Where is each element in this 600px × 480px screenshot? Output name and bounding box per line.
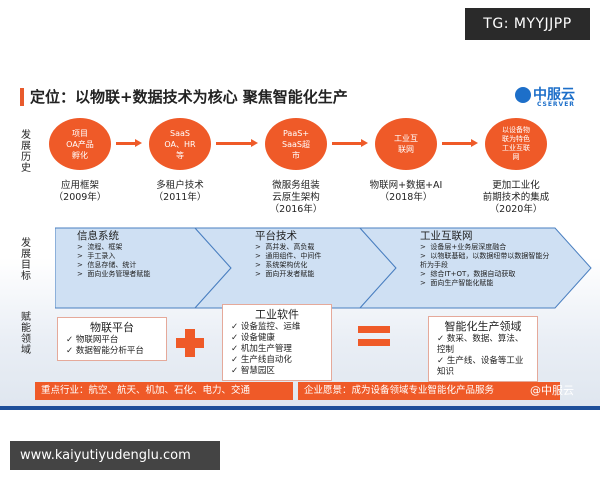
domain-item-text: 机加生产管理 [240,344,292,354]
domain-item-text: 生产线、设备等工业知识 [437,356,524,377]
goal-title: 工业互联网 [420,230,473,242]
history-caption: 多租户技术 （2011年） [153,180,207,203]
chevron-shapes [55,227,592,309]
history-circle: PaaS+ SaaS超 市 [265,118,327,170]
goal-item: > 流程、框架 [77,243,123,251]
goal-item-text: 高并发、高负载 [265,243,315,251]
domain-title: 智能化生产领域 [444,320,522,333]
section-history-label: 发展历史 [21,130,31,174]
tg-badge: TG: MYYJJPP [465,8,590,40]
domain-item-text: 设备监控、运维 [240,322,301,332]
domain-box: 工业软件✓ 设备监控、运维✓ 设备健康✓ 机加生产管理✓ 生产线自动化✓ 智慧园… [222,304,332,381]
industry-banner: 重点行业：航空、航天、机加、石化、电力、交通 [35,382,293,400]
domain-item: ✓ 机加生产管理 [231,344,292,354]
goal-item: > 以物联基础，以数据纽带以数据智能分析为手段 [420,252,550,269]
arrow-right-icon [216,139,258,147]
domain-item-text: 智慧园区 [240,366,275,376]
domain-item-text: 数采、数据、算法、控制 [437,334,524,355]
goal-chevrons: 信息系统> 流程、框架> 手工录入> 信息存储、统计> 面向业务管理者赋能 平台技… [55,226,595,310]
goal-item-text: 系统架构优化 [265,261,308,269]
site-url: www.kaiyutiyudenglu.com [10,441,220,470]
goal-item: > 面向生产智能化赋能 [420,279,494,287]
goal-item: > 设备层+业务层深度融合 [420,243,507,251]
history-caption: 物联网+数据+AI （2018年） [369,180,443,203]
goal-item-text: 面向生产智能化赋能 [430,279,494,287]
domain-item: ✓ 设备监控、运维 [231,322,301,332]
slide-title: 定位：以物联+数据技术为核心 聚焦智能化生产 [20,88,348,106]
goal-item: > 信息存储、统计 [77,261,137,269]
history-circle: 以设备物 联为特色 工业互联 网 [485,118,547,170]
domain-item-text: 物联网平台 [75,335,119,345]
domain-item: ✓ 设备健康 [231,333,275,343]
logo-cn: 中服云 [533,87,575,103]
goal-item-text: 综合IT+OT，数据自动获取 [430,270,516,278]
goal-item-text: 设备层+业务层深度融合 [430,243,507,251]
section-domain-label: 赋能领域 [21,312,31,356]
goal-item-text: 以物联基础，以数据纽带以数据智能分析为手段 [420,252,550,269]
domain-item: ✓ 数采、数据、算法、控制 [437,334,524,355]
logo-icon [515,87,531,103]
domain-title: 工业软件 [255,308,299,321]
goal-item-text: 通用组件、中间件 [265,252,322,260]
goal-block: 平台技术> 高并发、高负载> 通用组件、中间件> 系统架构优化> 面向开发者赋能 [255,230,365,279]
domain-item-text: 数据智能分析平台 [75,346,144,356]
domain-item-text: 生产线自动化 [240,355,292,365]
history-caption: 更加工业化 前期技术的集成 （2020年） [482,180,550,215]
arrow-right-icon [332,139,368,147]
domain-item-text: 设备健康 [240,333,275,343]
logo-en: CSERVER [537,101,575,108]
goal-item-text: 信息存储、统计 [87,261,137,269]
section-goal-label: 发展目标 [21,238,31,282]
history-circle: 工业互 联网 [375,118,437,170]
goal-item: > 面向业务管理者赋能 [77,270,151,278]
domain-box: 智能化生产领域✓ 数采、数据、算法、控制✓ 生产线、设备等工业知识 [428,316,538,382]
goal-title: 信息系统 [77,230,119,242]
goal-item: > 高并发、高负载 [255,243,315,251]
plus-icon [176,329,204,357]
goal-item-text: 面向开发者赋能 [265,270,315,278]
equals-icon [358,326,390,352]
goal-item: > 手工录入 [77,252,116,260]
goal-item-text: 面向业务管理者赋能 [87,270,151,278]
goal-block: 信息系统> 流程、框架> 手工录入> 信息存储、统计> 面向业务管理者赋能 [77,230,187,279]
goal-item: > 综合IT+OT，数据自动获取 [420,270,516,278]
domain-title: 物联平台 [90,321,134,334]
slide-bottom-bar [0,406,600,410]
domain-box: 物联平台✓ 物联网平台✓ 数据智能分析平台 [57,317,167,361]
history-caption: 应用框架 （2009年） [53,180,107,203]
vision-banner: 企业愿景：成为设备领域专业智能化产品服务 [298,382,560,400]
goal-item: > 面向开发者赋能 [255,270,315,278]
goal-block: 工业互联网> 设备层+业务层深度融合> 以物联基础，以数据纽带以数据智能分析为手… [420,230,555,288]
domain-item: ✓ 生产线自动化 [231,355,292,365]
domain-item: ✓ 智慧园区 [231,366,275,376]
goal-item: > 系统架构优化 [255,261,308,269]
goal-item-text: 手工录入 [87,252,116,260]
goal-item: > 通用组件、中间件 [255,252,322,260]
goal-item-text: 流程、框架 [87,243,123,251]
domain-item: ✓ 物联网平台 [66,335,119,345]
domain-item: ✓ 数据智能分析平台 [66,346,144,356]
watermark: @中服云 [530,384,574,397]
history-circle: SaaS OA、HR 等 [149,118,211,170]
arrow-right-icon [442,139,478,147]
history-circle: 项目 OA产品 孵化 [49,118,111,170]
goal-title: 平台技术 [255,230,297,242]
arrow-right-icon [116,139,142,147]
history-caption: 微服务组装 云原生架构 （2016年） [269,180,323,215]
domain-item: ✓ 生产线、设备等工业知识 [437,356,524,377]
